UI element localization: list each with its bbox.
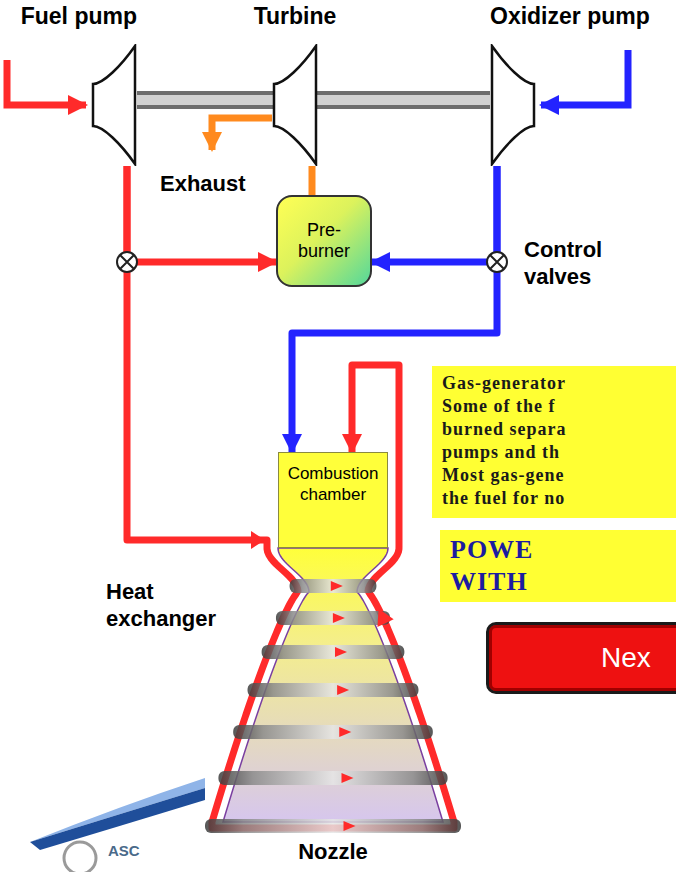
node-text: WITH	[450, 566, 676, 598]
heat-exchanger-band	[233, 725, 433, 739]
flow-arrow	[251, 531, 265, 549]
turbine-symbol	[272, 44, 318, 166]
flow-arrow	[339, 727, 351, 737]
valve-cross	[120, 255, 134, 269]
pump-symbol: Oxidizer pump	[490, 2, 672, 166]
next-button: Nex	[486, 622, 676, 694]
pump-symbol	[93, 46, 135, 164]
swoosh	[30, 778, 205, 842]
logo-ring	[64, 842, 96, 872]
exhaust-pipe	[212, 118, 272, 150]
swoosh	[30, 788, 205, 850]
valve-body	[487, 252, 507, 272]
flow-arrow	[331, 581, 343, 591]
oxidizer-inlet	[541, 50, 628, 105]
heat-exchanger-band	[205, 819, 461, 833]
flow-arrow	[341, 773, 353, 783]
valve-body	[117, 252, 137, 272]
node-text: Gas-generator Some of the f burned separ…	[442, 372, 580, 510]
note-box: Gas-generator Some of the f burned separ…	[432, 366, 676, 518]
valve-cross	[490, 255, 504, 269]
pump-symbol: Fuel pump	[5, 2, 137, 166]
pump-symbol	[492, 46, 534, 164]
node-text: Nex	[601, 641, 651, 675]
node-text: Pre- burner	[289, 220, 359, 262]
fuel-pipe	[127, 166, 276, 262]
flow-arrow	[371, 605, 394, 627]
pump-symbol	[91, 44, 137, 166]
fuel-inlet	[7, 60, 86, 105]
node-text: POWE	[450, 534, 676, 566]
part-label: Exhaust	[160, 170, 270, 197]
preburner-box: Pre- burner	[276, 195, 372, 287]
component-label: Fuel pump	[5, 2, 137, 30]
turbine-symbol	[274, 46, 316, 164]
combustion-chamber: Combustion chamber	[278, 452, 388, 548]
flow-arrow	[335, 647, 347, 657]
control-valve	[117, 252, 137, 272]
heat-exchanger-band	[218, 771, 447, 785]
part-label: Control valves	[524, 236, 634, 290]
heat-exchanger-band	[290, 579, 377, 593]
heat-exchanger-band	[248, 683, 419, 697]
component-label: Turbine	[245, 2, 345, 30]
control-valve	[487, 252, 507, 272]
highlight-band: POWEWITH	[440, 530, 676, 602]
flow-arrow	[337, 685, 349, 695]
heat-exchanger-band	[276, 611, 390, 625]
heat-exchanger-band	[262, 645, 405, 659]
part-label: Heat exchanger	[106, 578, 242, 632]
turbine-symbol: Turbine	[245, 2, 345, 166]
part-label: ASC	[108, 842, 168, 860]
shaft	[345, 95, 490, 105]
pump-symbol	[490, 44, 536, 166]
node-text: Combustion chamber	[283, 463, 383, 505]
oxidizer-pipe	[372, 166, 497, 262]
flow-arrow	[344, 821, 356, 831]
component-label: Oxidizer pump	[490, 2, 672, 30]
hot-gas-pipe	[309, 166, 316, 195]
flow-arrow	[333, 613, 345, 623]
shaft	[137, 95, 245, 105]
part-label: Nozzle	[263, 838, 403, 865]
